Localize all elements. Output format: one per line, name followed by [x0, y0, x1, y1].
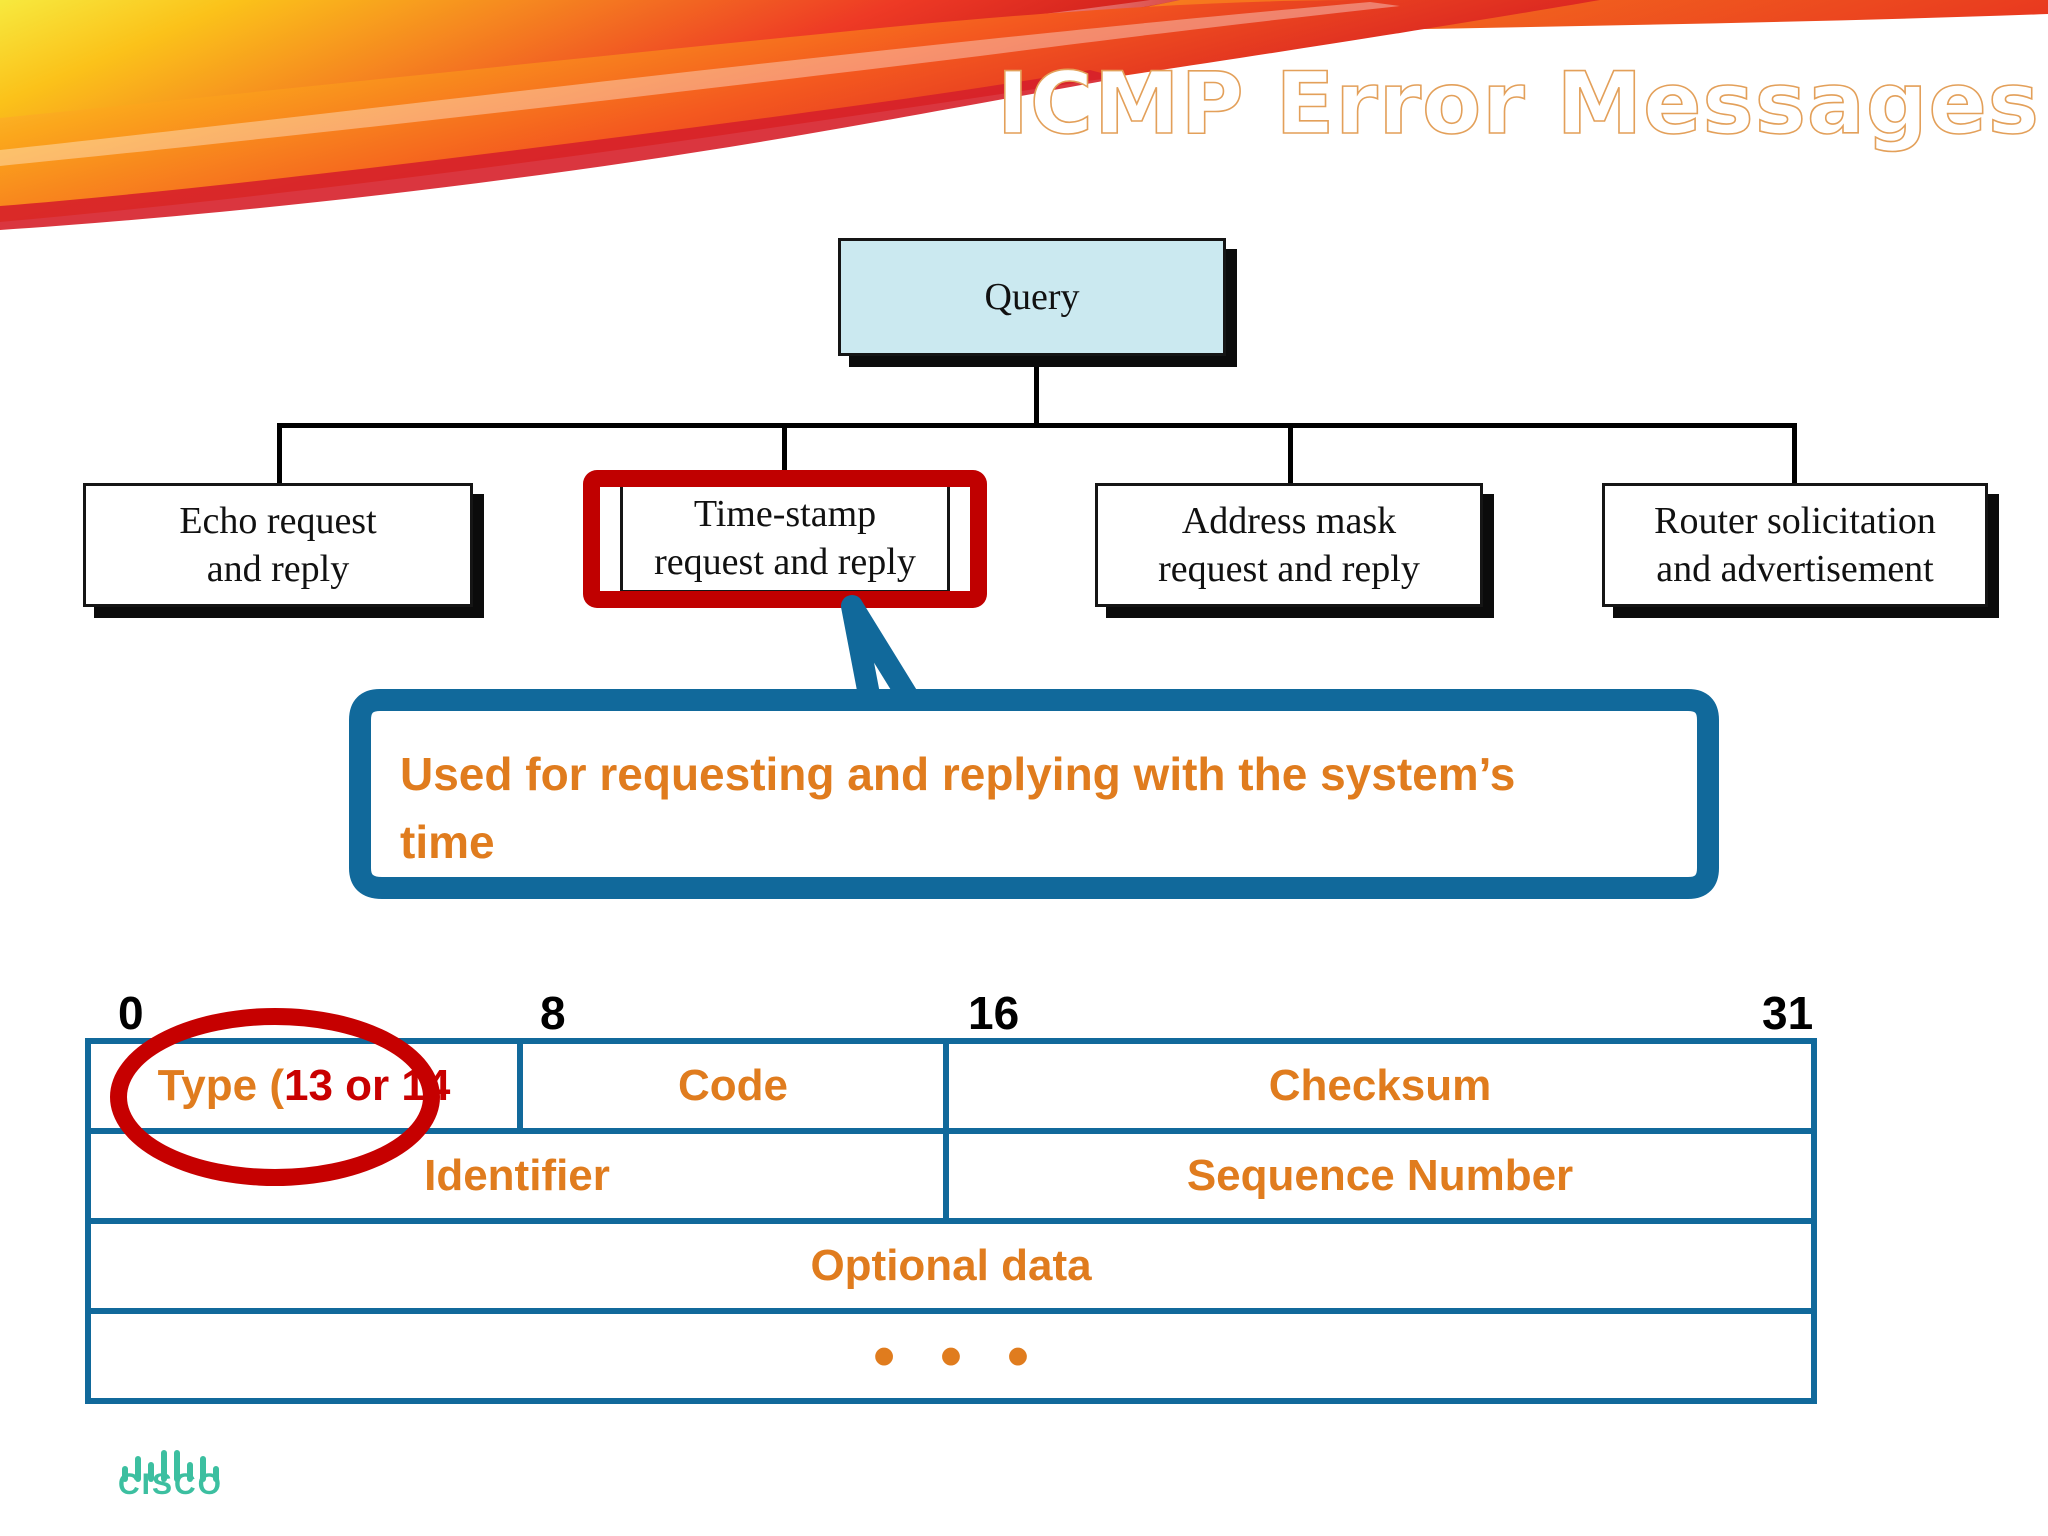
- tree-node-query[interactable]: Query: [838, 238, 1226, 356]
- bit-label-8: 8: [540, 987, 566, 1039]
- cisco-bridge-icon: [122, 1450, 219, 1482]
- connector-branch-1: [277, 423, 282, 483]
- bit-label-16: 16: [968, 987, 1020, 1039]
- callout-text: Used for requesting and replying with th…: [400, 748, 1516, 868]
- connector-branch-3: [1288, 423, 1293, 483]
- connector-horizontal-bus: [277, 423, 1797, 428]
- connector-root-vertical: [1034, 360, 1039, 426]
- tree-node-router-solicitation[interactable]: Router solicitation and advertisement: [1602, 483, 1988, 607]
- tree-node-echo-request-label: Echo request and reply: [179, 500, 377, 590]
- tree-node-address-mask[interactable]: Address mask request and reply: [1095, 483, 1483, 607]
- packet-cell-sequence-number-label: Sequence Number: [1186, 1151, 1574, 1200]
- callout-bubble[interactable]: Used for requesting and replying with th…: [340, 590, 1760, 910]
- packet-cell-optional-data[interactable]: Optional data: [85, 1218, 1817, 1314]
- connector-branch-2: [782, 423, 787, 473]
- packet-cell-checksum[interactable]: Checksum: [943, 1038, 1817, 1134]
- tree-node-time-stamp-label: Time-stamp request and reply: [654, 493, 916, 583]
- packet-cell-ellipsis[interactable]: • • •: [85, 1308, 1817, 1404]
- packet-cell-code[interactable]: Code: [517, 1038, 949, 1134]
- callout-shape: [349, 595, 1719, 899]
- time-stamp-highlight-outline: [583, 470, 987, 608]
- cisco-wordmark: CISCO: [118, 1468, 224, 1501]
- packet-cell-code-label: Code: [678, 1061, 788, 1110]
- tree-node-query-label: Query: [984, 276, 1080, 318]
- packet-cell-identifier-label: Identifier: [424, 1151, 610, 1200]
- connector-branch-4: [1792, 423, 1797, 483]
- tree-node-time-stamp[interactable]: Time-stamp request and reply: [620, 483, 950, 593]
- type-field-circle-annotation: [110, 1008, 440, 1186]
- bit-label-0: 0: [118, 987, 144, 1039]
- page-title: ICMP Error Messages: [996, 53, 2040, 155]
- packet-cell-checksum-label: Checksum: [1268, 1061, 1492, 1110]
- tree-node-address-mask-label: Address mask request and reply: [1158, 500, 1420, 590]
- packet-cell-optional-data-label: Optional data: [810, 1241, 1092, 1290]
- bit-label-31: 31: [1762, 987, 1814, 1039]
- packet-cell-sequence-number[interactable]: Sequence Number: [943, 1128, 1817, 1224]
- header-swoosh-decoration: [0, 0, 2048, 230]
- packet-cell-ellipsis-label: • • •: [873, 1321, 1043, 1391]
- tree-node-router-solicitation-label: Router solicitation and advertisement: [1654, 500, 1936, 590]
- tree-node-echo-request[interactable]: Echo request and reply: [83, 483, 473, 607]
